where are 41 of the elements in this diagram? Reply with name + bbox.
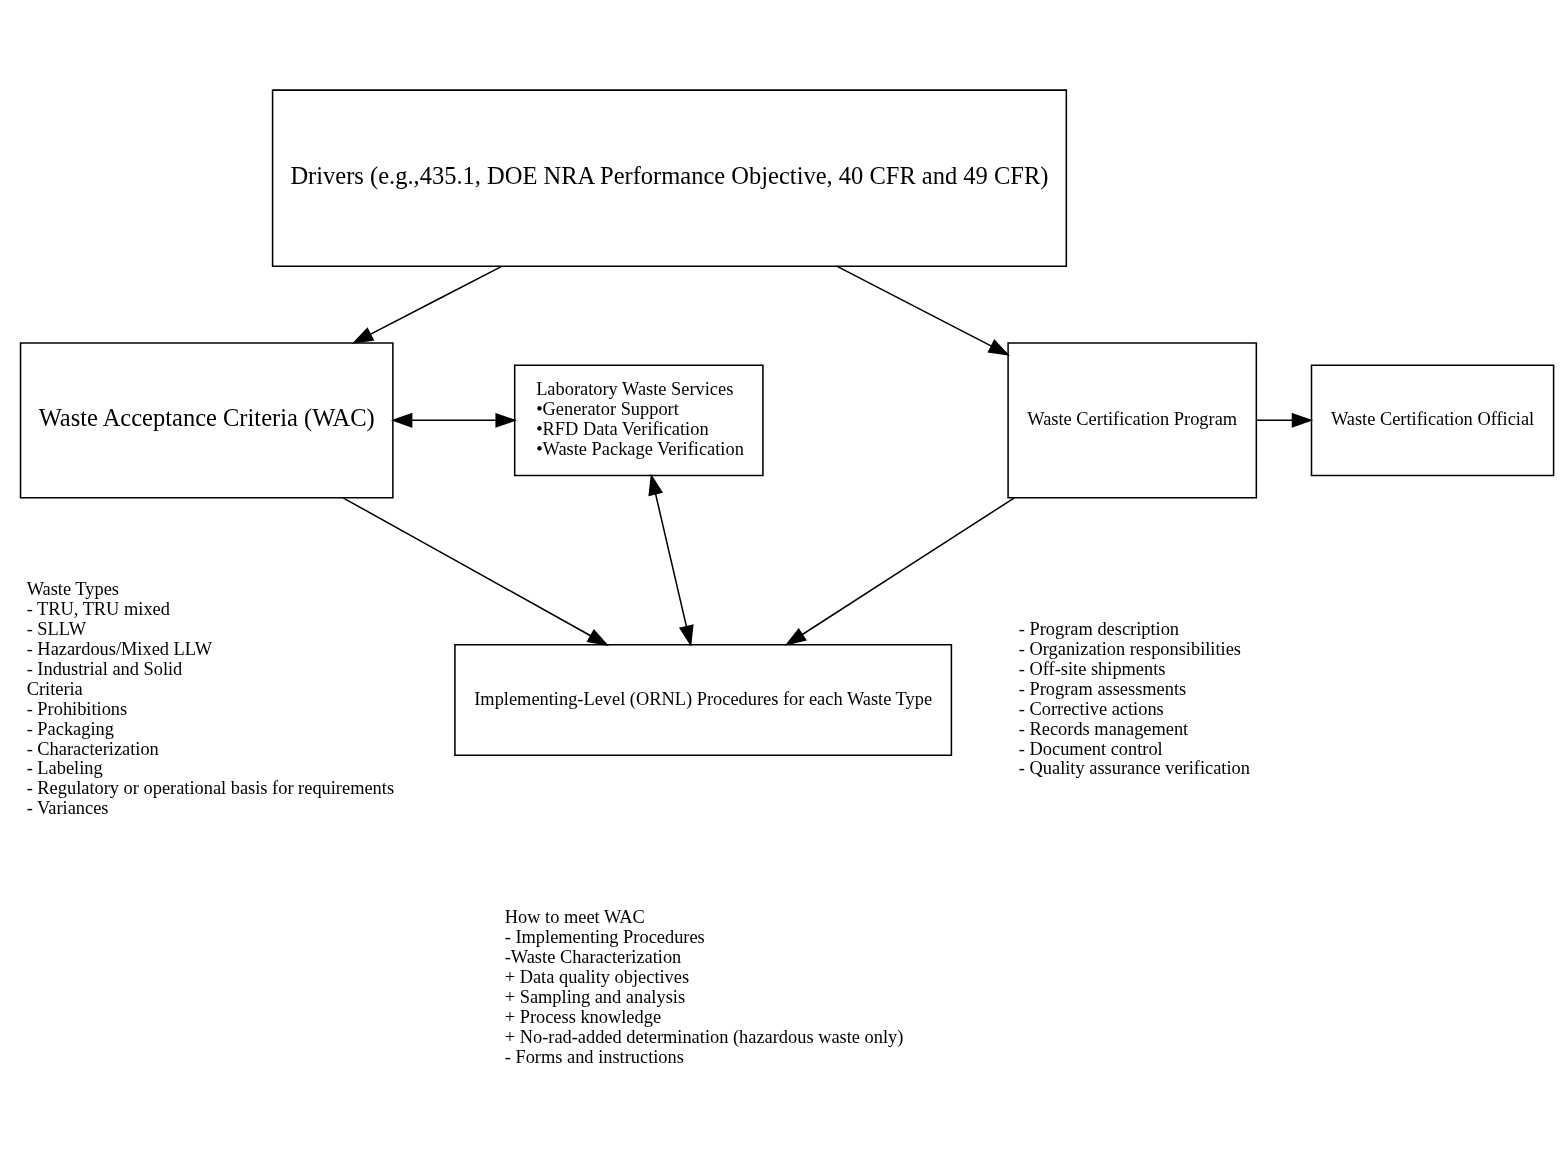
node-label: + Process knowledge — [504, 1006, 662, 1027]
node-label: - Records management — [1018, 718, 1189, 739]
node-label: - Program description — [1018, 618, 1180, 639]
node-label: - Forms and instructions — [504, 1046, 684, 1067]
node-label: - Corrective actions — [1018, 698, 1164, 719]
arrow — [390, 412, 517, 428]
node-label: Waste Types — [26, 578, 119, 599]
node-label: - Implementing Procedures — [504, 926, 705, 947]
node-box: Waste Acceptance Criteria (WAC) — [19, 341, 394, 498]
arrow — [351, 265, 503, 344]
node-label: - Organization responsibilities — [1018, 638, 1241, 659]
arrow — [648, 473, 694, 647]
node-label: + Sampling and analysis — [504, 986, 686, 1007]
node-label: + Data quality objectives — [504, 966, 690, 987]
node-box: Waste Certification Program — [1007, 341, 1258, 498]
node-label: - Program assessments — [1018, 678, 1187, 699]
node-label: -Waste Characterization — [504, 946, 682, 967]
node-label: - Hazardous/Mixed LLW — [26, 638, 213, 659]
node-label: + No-rad-added determination (hazardous waste only) — [504, 1026, 904, 1047]
node-label: How to meet WAC — [504, 906, 645, 927]
node-label: - Prohibitions — [26, 698, 128, 719]
node-label: - Variances — [26, 797, 109, 818]
node-label: - Packaging — [26, 718, 114, 739]
node-box: Laboratory Waste Services •Generator Support •RFD Data Verification •Waste Package Verification — [513, 363, 764, 476]
node-label: - Labeling — [26, 757, 103, 778]
node-label: - Off-site shipments — [1018, 658, 1166, 679]
arrow — [784, 496, 1016, 646]
node-label: - Regulatory or operational basis for requirements — [26, 777, 395, 798]
node-label: Criteria — [26, 678, 83, 699]
node-label: - Document control — [1018, 738, 1163, 759]
node-label: - Industrial and Solid — [26, 658, 183, 679]
arrow — [1255, 412, 1314, 428]
node-box: Waste Certification Official — [1310, 363, 1555, 476]
arrow — [342, 496, 609, 646]
arrow — [836, 265, 1010, 356]
node-label: - SLLW — [26, 618, 87, 639]
node-box: Implementing-Level (ORNL) Procedures for each Waste Type — [454, 643, 953, 756]
node-label: - Quality assurance verification — [1018, 757, 1250, 778]
node-label: - Characterization — [26, 738, 159, 759]
node-label: - TRU, TRU mixed — [26, 598, 170, 619]
node-box: Drivers (e.g.,435.1, DOE NRA Performance Objective, 40 CFR and 49 CFR) — [271, 88, 1068, 267]
